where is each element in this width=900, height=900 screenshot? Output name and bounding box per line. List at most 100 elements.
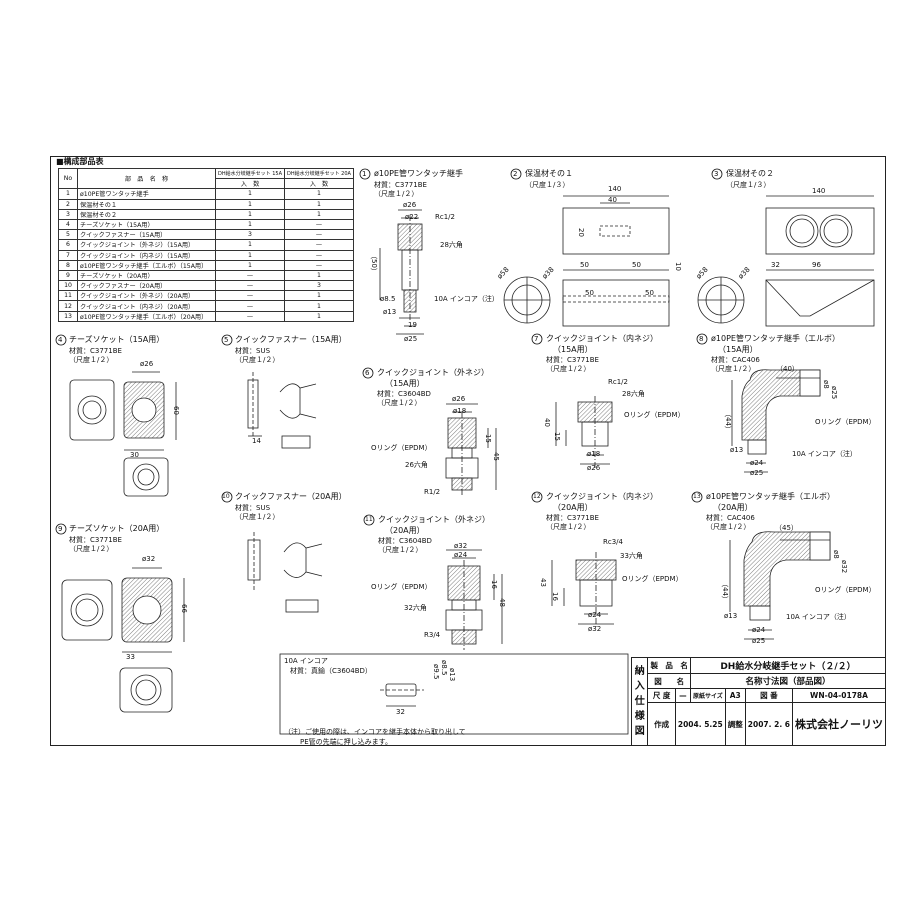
part13-dim-l45: （45）	[775, 524, 798, 532]
incore-dim-d13: ø13	[448, 668, 456, 682]
part5-material: 材質：SUS	[235, 347, 271, 355]
title-block-side-char: 仕	[634, 696, 645, 707]
part8-sub: （15A用）	[718, 345, 758, 354]
part4-dim-l30: 30	[130, 451, 139, 459]
part1-dim-core: 10A インコア（注）	[434, 295, 499, 303]
part5-number: 5	[224, 336, 229, 344]
part1-dim-rc: Rc1/2	[435, 213, 455, 221]
part12-dim-h43: 43	[539, 578, 547, 587]
part9-material: 材質：C3771BE	[69, 536, 122, 544]
part8-dim-l40: （40）	[776, 365, 799, 373]
part12-scale: （尺度１/２）	[546, 523, 591, 531]
part13-sub: （20A用）	[713, 503, 753, 512]
part6-dim-d26: ø26	[452, 395, 466, 403]
part2-number: 2	[513, 170, 518, 178]
part1-dim-l19: 19	[408, 321, 417, 329]
part7-dim-hex: 28六角	[622, 390, 645, 398]
incore-material: 材質：真鍮（C3604BD）	[290, 667, 372, 675]
title-block-side-char: 入	[634, 681, 645, 692]
part6-drawing	[445, 403, 497, 496]
part4-title: チーズソケット（15A用）	[69, 335, 165, 344]
part12-drawing	[551, 552, 617, 628]
part3-title: 保温材その２	[726, 169, 774, 178]
part4-dim-h60: 60	[172, 406, 180, 415]
part4-dim-d26: ø26	[140, 360, 154, 368]
part10-material: 材質：SUS	[235, 504, 271, 512]
part11-sub: （20A用）	[385, 526, 425, 535]
part13-drawing	[729, 531, 831, 640]
part12-number: 12	[533, 493, 541, 500]
part1-dim-d85: ø8.5	[380, 295, 396, 303]
part4-drawing	[69, 371, 177, 497]
note-line2: PE管の先端に押し込みます。	[300, 738, 392, 746]
part2-dim-h20: 20	[577, 228, 585, 237]
part3-scale: （尺度１/３）	[726, 181, 771, 189]
part7-dim-oring: Oリング（EPDM）	[624, 411, 685, 419]
parts-cell-q20: 1	[283, 310, 354, 322]
part12-dim-oring: Oリング（EPDM）	[622, 575, 683, 583]
part3-dim-l96: 96	[812, 261, 821, 269]
part8-dim-d25: ø25	[830, 386, 838, 400]
part11-scale: （尺度１/２）	[378, 546, 423, 554]
part8-dim-core: 10A インコア（注）	[792, 450, 857, 458]
part2-dim-l50d: 50	[645, 289, 654, 297]
part8-number: 8	[699, 335, 704, 343]
company-name: 株式会社ノーリツ	[792, 702, 886, 746]
parts-table-title: ■構成部品表	[56, 157, 104, 166]
part2-dim-l50c: 50	[585, 289, 594, 297]
part7-dim-d26: ø26	[587, 464, 601, 472]
part2-dim-l40: 40	[608, 196, 617, 204]
parts-table: No 部 品 名 称 DH給水分岐継手セット 15A DH給水分岐継手セット 2…	[58, 167, 354, 322]
part9-dim-d32: ø32	[142, 555, 156, 563]
part8-dim-d13: ø13	[730, 446, 744, 454]
part8-scale: （尺度１/２）	[711, 365, 756, 373]
part9-dim-h66: 66	[180, 604, 188, 613]
part12-dim-d24: ø24	[588, 611, 602, 619]
drawing-name: 名称寸法図（部品図）	[689, 673, 887, 690]
part6-dim-hex: 26六角	[405, 461, 428, 469]
part7-material: 材質：C3771BE	[546, 356, 599, 364]
part7-dim-h15: 15	[553, 432, 561, 441]
part7-title: クイックジョイント（内ネジ）	[546, 334, 658, 343]
part6-material: 材質：C3604BD	[377, 390, 431, 398]
incore-dim-d85: ø8.5	[440, 660, 448, 676]
part3-dim-l32: 32	[771, 261, 780, 269]
part8-dim-d24: ø24	[750, 459, 764, 467]
part11-dim-thread: R3/4	[424, 631, 441, 639]
part12-dim-d32: ø32	[588, 625, 602, 633]
part13-dim-d25: ø25	[752, 637, 766, 645]
note-line1: （注）ご使用の際は、インコアを継手本体から取り出して	[284, 728, 466, 736]
part6-dim-oring: Oリング（EPDM）	[371, 444, 432, 452]
title-block-side-char: 図	[634, 726, 645, 737]
part6-title: クイックジョイント（外ネジ）	[377, 368, 489, 377]
part1-dim-d25: ø25	[404, 335, 418, 343]
title-block: 納入仕様図 製 品 名 DH給水分岐継手セット（２/２） 図 名 名称寸法図（部…	[630, 656, 887, 746]
part13-dim-core: 10A インコア（注）	[786, 613, 851, 621]
made-date: 2004. 5.25	[674, 702, 726, 746]
part8-dim-oring: Oリング（EPDM）	[815, 418, 876, 426]
parts-cell-name: ø10PE管ワンタッチ継手（エルボ）（20A用）	[77, 310, 216, 322]
part12-material: 材質：C3771BE	[546, 514, 599, 522]
part7-dim-rc: Rc1/2	[608, 378, 628, 386]
part5-title: クイックファスナー（15A用）	[235, 335, 347, 344]
part8-dim-d8: ø8	[822, 380, 830, 389]
part6-dim-d18: ø18	[453, 407, 467, 415]
part10-title: クイックファスナー（20A用）	[235, 492, 347, 501]
title-block-side-char: 納	[634, 666, 645, 677]
incore-dim-l32: 32	[396, 708, 405, 716]
part1-dim-l50: （50）	[370, 252, 378, 275]
part7-sub: （15A用）	[553, 345, 593, 354]
part13-dim-oring: Oリング（EPDM）	[815, 586, 876, 594]
part1-dim-d26: ø26	[403, 201, 417, 209]
part1-dim-d22: ø22	[405, 213, 419, 221]
part6-sub: （15A用）	[385, 379, 425, 388]
part5-dim-l14: 14	[252, 437, 261, 445]
part4-material: 材質：C3771BE	[69, 347, 122, 355]
part13-title: ø10PE管ワンタッチ継手（エルボ）	[706, 492, 835, 501]
part13-material: 材質：CAC406	[706, 514, 755, 522]
part7-dim-d18: ø18	[587, 450, 601, 458]
part8-title: ø10PE管ワンタッチ継手（エルボ）	[711, 334, 840, 343]
part4-scale: （尺度１/２）	[69, 356, 114, 364]
